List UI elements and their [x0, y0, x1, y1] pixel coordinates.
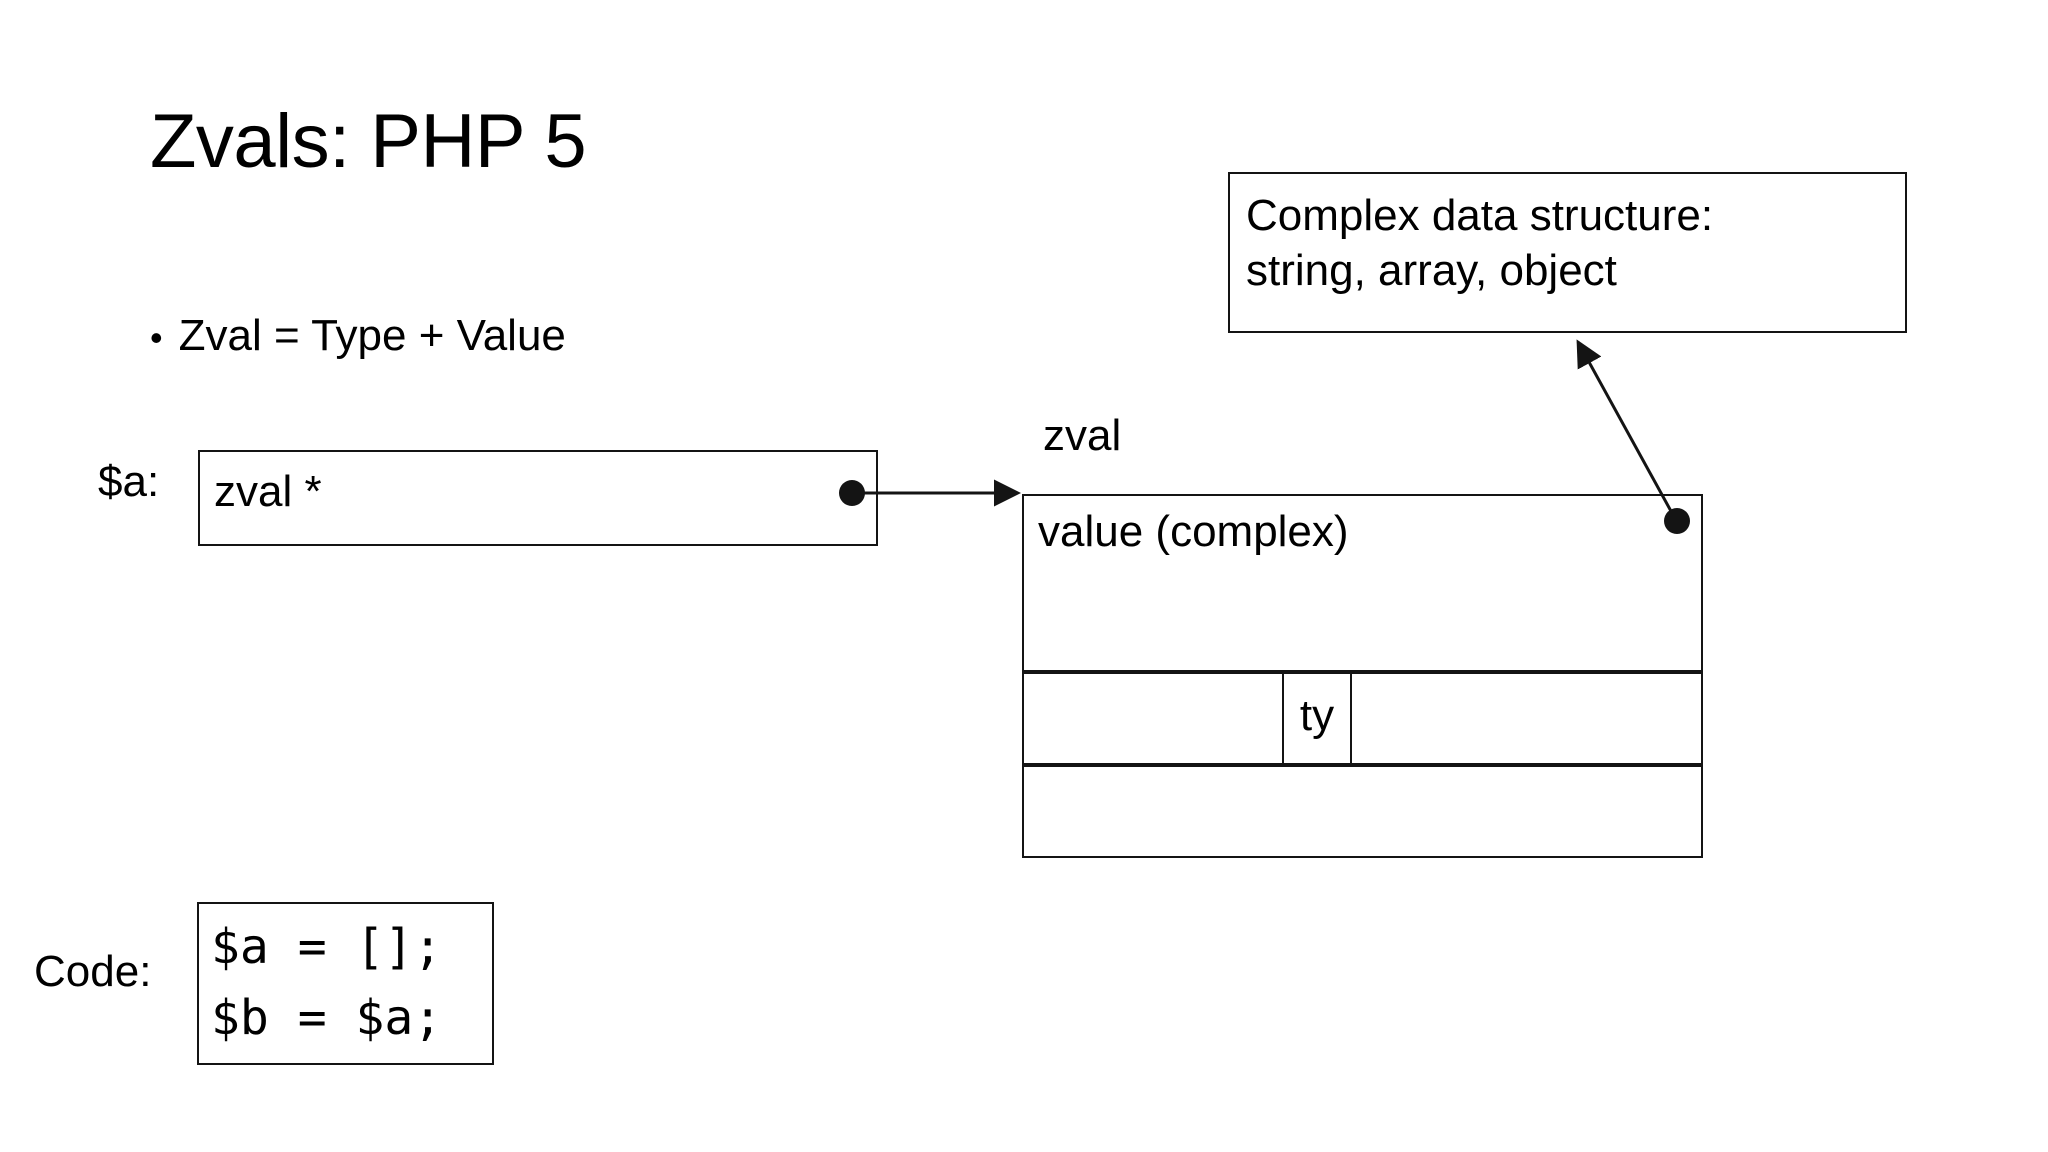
page-title: Zvals: PHP 5	[150, 99, 587, 184]
bullet-list: • Zval = Type + Value	[150, 311, 566, 360]
code-text: $a = []; $b = $a;	[211, 919, 443, 1047]
zval-value-row: value (complex)	[1022, 494, 1703, 672]
list-item: • Zval = Type + Value	[150, 311, 566, 360]
callout-text: Complex data structure: string, array, o…	[1246, 191, 1714, 295]
callout-box: Complex data structure: string, array, o…	[1228, 172, 1907, 333]
bullet-text: Zval = Type + Value	[178, 311, 566, 360]
variable-a-pointer-box: zval *	[198, 450, 878, 546]
arrow-value-to-callout	[1576, 339, 1674, 514]
variable-a-pointer-type-text: zval *	[214, 467, 322, 516]
variable-a-label: $a:	[98, 457, 160, 506]
zval-struct: value (complex) ty	[1022, 494, 1703, 858]
zval-type-text: ty	[1299, 691, 1335, 740]
zval-value-text: value (complex)	[1038, 507, 1349, 556]
code-box: $a = []; $b = $a;	[197, 902, 494, 1065]
code-label: Code:	[34, 947, 152, 996]
bullet-marker-icon: •	[150, 317, 163, 358]
zval-type-row: ty	[1022, 672, 1703, 765]
zval-type-cell: ty	[1282, 674, 1352, 763]
zval-struct-label: zval	[1043, 411, 1122, 460]
zval-bottom-row	[1022, 765, 1703, 858]
